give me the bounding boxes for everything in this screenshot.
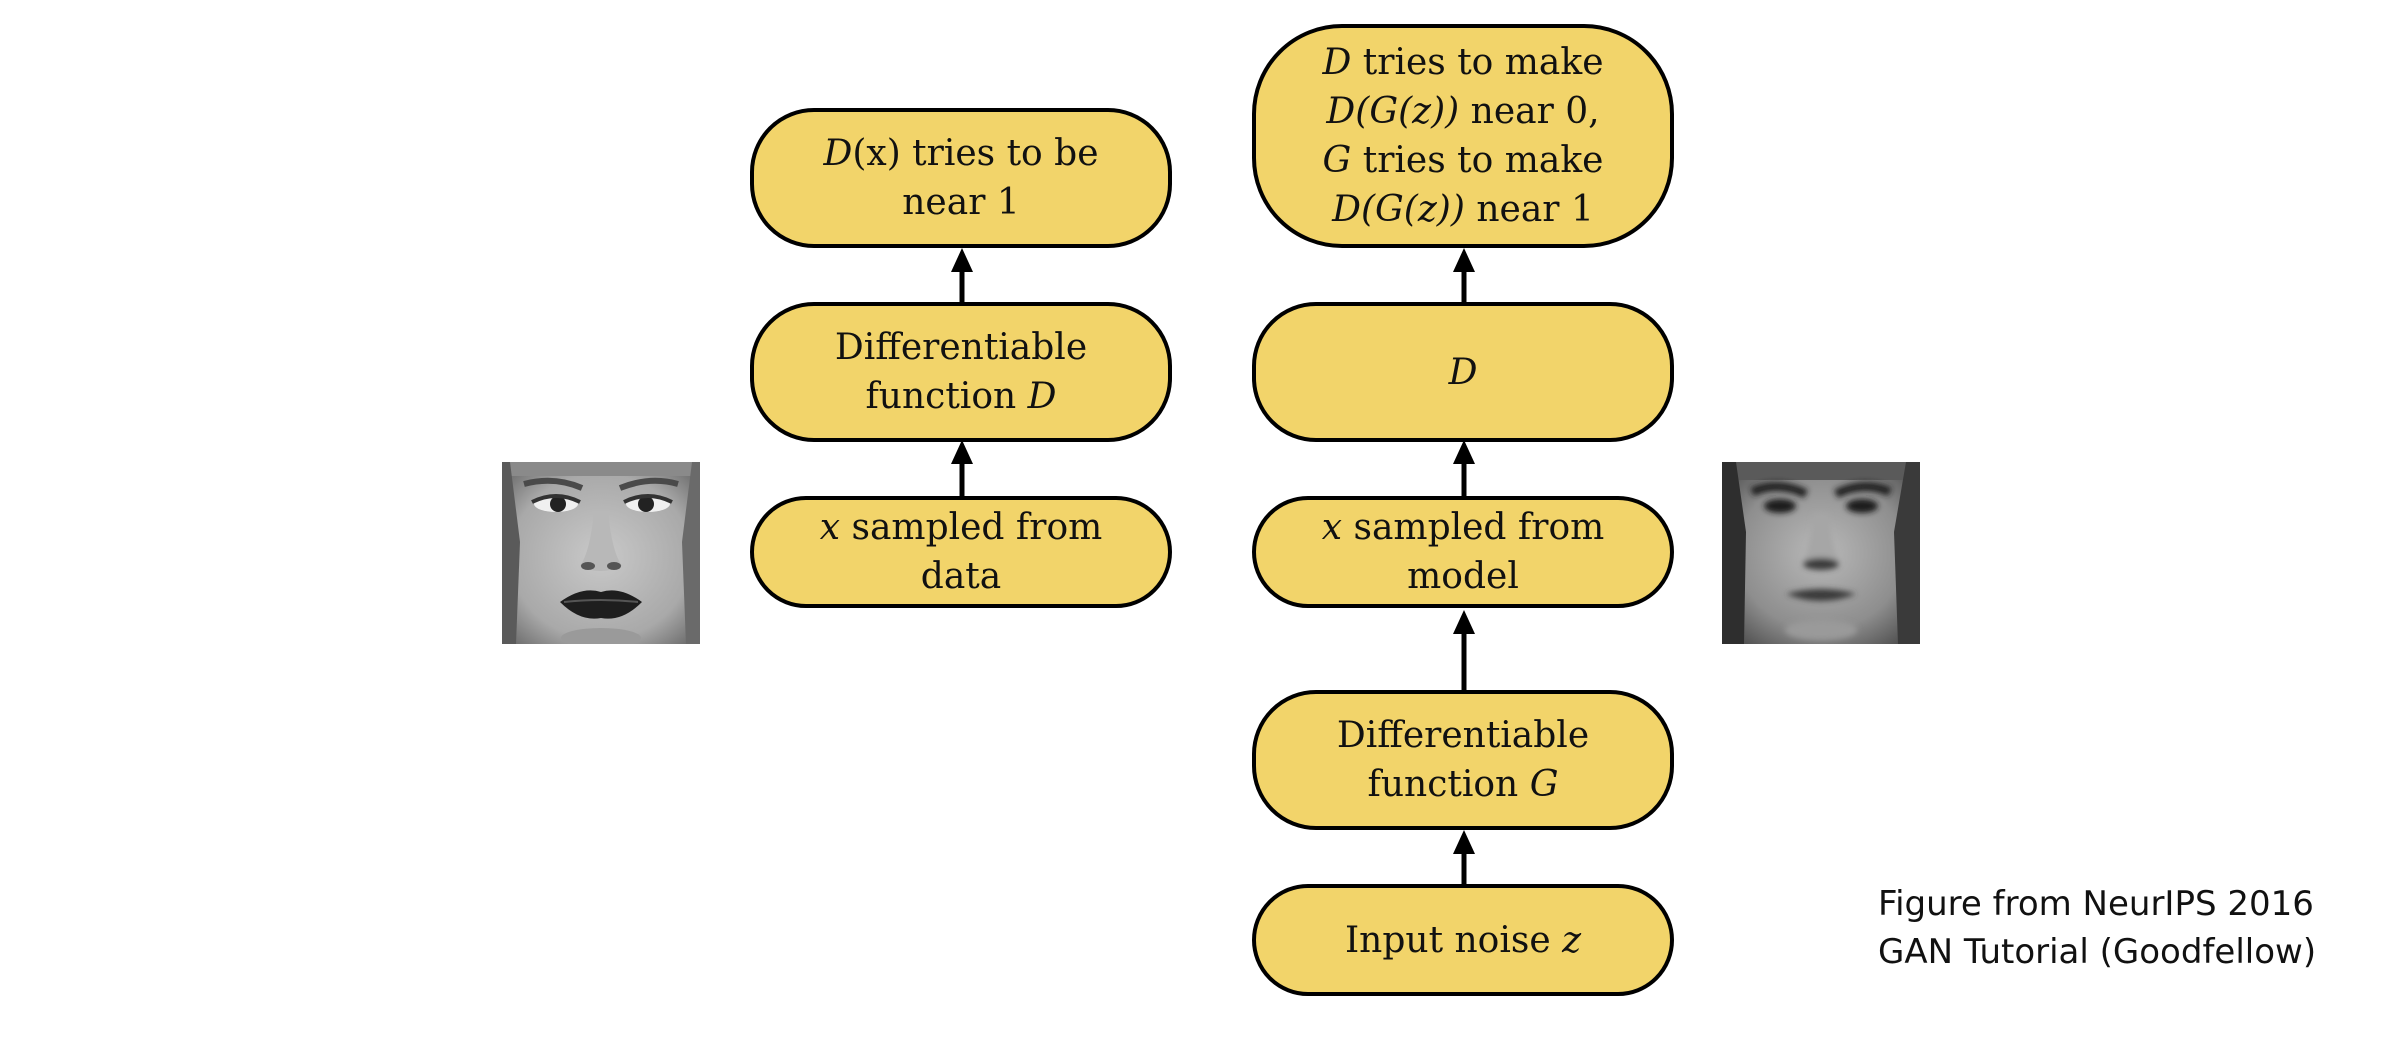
symbol-d: D <box>1027 376 1057 417</box>
real-face-image <box>502 462 700 644</box>
generator-node: Differentiable function G <box>1252 690 1674 830</box>
symbol-dgz: D(G(z)) <box>1326 91 1460 132</box>
fake-output-text-1: tries to make <box>1351 42 1604 83</box>
symbol-x: x <box>1321 507 1343 548</box>
discriminator-label-2: function <box>865 376 1028 417</box>
caption-line-1: Figure from NeurIPS 2016 <box>1878 884 2314 924</box>
fake-output-text-4: near 1 <box>1464 189 1594 230</box>
fake-output-text-2: near 0, <box>1459 91 1600 132</box>
arrow-noise-to-generator <box>1453 830 1475 884</box>
fake-output-node: D tries to make D(G(z)) near 0, G tries … <box>1252 24 1674 248</box>
data-sample-label-1: sampled from <box>840 507 1103 548</box>
input-noise-node: Input noise z <box>1252 884 1674 996</box>
symbol-z: z <box>1562 919 1582 961</box>
model-sample-node: x sampled from model <box>1252 496 1674 608</box>
model-sample-label-2: model <box>1407 556 1519 597</box>
real-output-node: D(x) tries to be near 1 <box>750 108 1172 248</box>
generator-label-2: function <box>1367 764 1530 805</box>
data-sample-label-2: data <box>920 556 1002 597</box>
symbol-x: x <box>819 507 841 548</box>
arrow-discriminator-to-real-output <box>951 248 973 302</box>
generated-face-image <box>1722 462 1920 644</box>
generator-label-1: Differentiable <box>1336 715 1590 756</box>
model-sample-label-1: sampled from <box>1342 507 1605 548</box>
symbol-d: D <box>1448 351 1478 393</box>
symbol-d: D <box>1322 42 1352 83</box>
symbol-dgz: D(G(z)) <box>1332 189 1465 230</box>
symbol-g: G <box>1322 140 1352 181</box>
real-discriminator-node: Differentiable function D <box>750 302 1172 442</box>
fake-output-text-3: tries to make <box>1351 140 1604 181</box>
fake-discriminator-node: D <box>1252 302 1674 442</box>
symbol-d: D <box>823 133 853 174</box>
arrow-discriminator-to-fake-output <box>1453 248 1475 302</box>
real-output-text-2: near 1 <box>902 182 1020 223</box>
figure-caption: Figure from NeurIPS 2016 GAN Tutorial (G… <box>1878 880 2316 976</box>
caption-line-2: GAN Tutorial (Goodfellow) <box>1878 932 2317 972</box>
data-sample-node: x sampled from data <box>750 496 1172 608</box>
input-noise-label: Input noise <box>1344 919 1563 961</box>
discriminator-label-1: Differentiable <box>834 327 1088 368</box>
symbol-g: G <box>1529 764 1559 805</box>
arrow-model-sample-to-discriminator <box>1453 440 1475 496</box>
arrow-data-to-discriminator <box>951 440 973 496</box>
real-output-text: (x) tries to be <box>852 133 1099 174</box>
arrow-generator-to-model-sample <box>1453 610 1475 690</box>
